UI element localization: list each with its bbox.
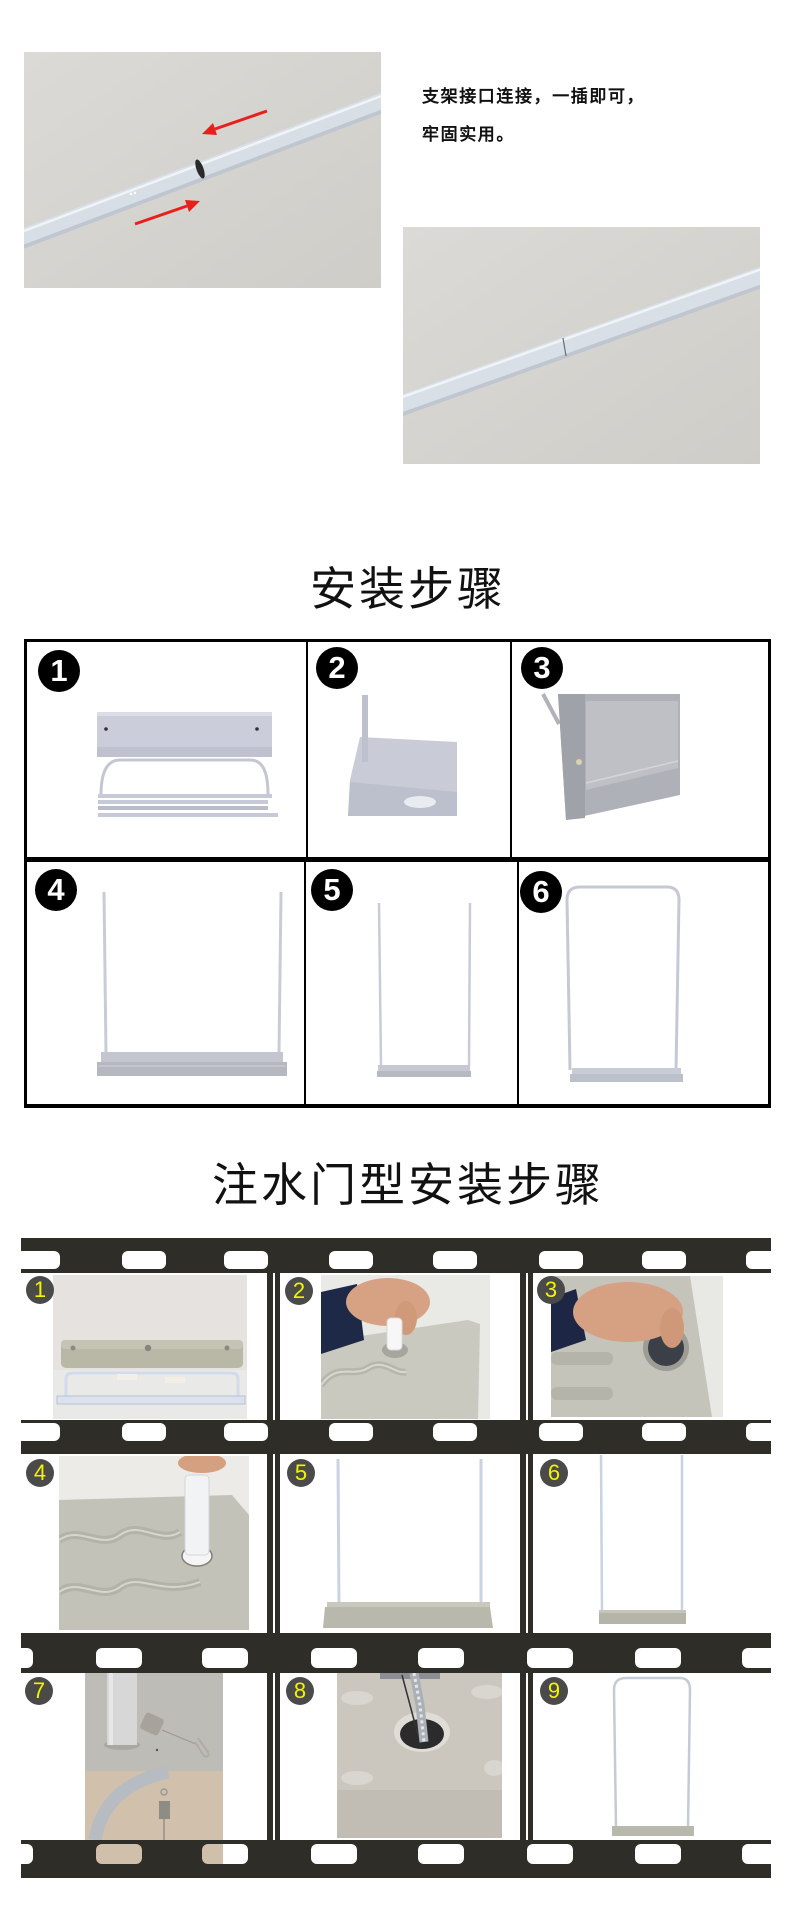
grid-border-left xyxy=(24,639,27,1108)
step-badge-4: 4 xyxy=(35,869,77,911)
sprocket-hole xyxy=(224,1423,268,1441)
sprocket-hole xyxy=(311,1844,357,1864)
sprocket-hole xyxy=(746,1423,771,1441)
step4-poles-image xyxy=(97,891,287,1076)
grid-col-divider xyxy=(306,642,308,857)
sprocket-hole xyxy=(635,1648,681,1668)
step1-parts-image xyxy=(97,712,278,817)
sprocket-hole xyxy=(742,1844,771,1864)
caption-line-2: 牢固实用。 xyxy=(422,125,515,145)
step-badge-3: 3 xyxy=(521,647,563,689)
water-step8-water-fill-photo xyxy=(337,1673,502,1838)
film-frame-divider xyxy=(520,1454,533,1633)
film-frame-divider xyxy=(267,1454,280,1633)
water-step4-pole-insert-photo xyxy=(59,1456,249,1630)
sprocket-hole xyxy=(418,1648,464,1668)
sprocket-hole xyxy=(642,1423,686,1441)
film-band-bottom xyxy=(21,1840,771,1878)
sprocket-hole xyxy=(433,1251,477,1269)
water-step-badge-3: 3 xyxy=(537,1276,565,1304)
step-badge-5: 5 xyxy=(311,869,353,911)
water-step1-parts-photo xyxy=(53,1275,247,1419)
joint-caption: 支架接口连接，一插即可， 牢固实用。 xyxy=(422,78,645,154)
sprocket-hole xyxy=(527,1844,573,1864)
sprocket-hole xyxy=(224,1251,268,1269)
film-frame-divider xyxy=(520,1673,533,1840)
sprocket-hole xyxy=(635,1844,681,1864)
sprocket-hole xyxy=(746,1251,771,1269)
sprocket-hole xyxy=(527,1648,573,1668)
water-step-badge-8: 8 xyxy=(286,1677,314,1705)
grid-row-divider xyxy=(24,857,771,862)
water-base-installation-title: 注水门型安装步骤 xyxy=(212,1158,604,1212)
sprocket-hole xyxy=(311,1648,357,1668)
film-band-middle xyxy=(21,1633,771,1673)
film-frame-divider xyxy=(267,1273,280,1420)
sprocket-hole xyxy=(122,1423,166,1441)
water-step-badge-2: 2 xyxy=(285,1277,313,1305)
grid-col-divider xyxy=(304,862,306,1104)
sprocket-hole xyxy=(21,1844,33,1864)
film-frame-divider xyxy=(267,1673,280,1840)
step2-base-pole-image xyxy=(348,695,457,816)
water-step-badge-7: 7 xyxy=(25,1677,53,1705)
installation-steps-title: 安装步骤 xyxy=(310,562,506,616)
step-badge-1: 1 xyxy=(38,650,80,692)
pole-joint-open-photo xyxy=(24,52,381,288)
sprocket-hole xyxy=(96,1648,142,1668)
water-step3-cap-tighten-photo xyxy=(551,1276,723,1417)
grid-border-top xyxy=(24,639,771,642)
step-badge-2: 2 xyxy=(316,647,358,689)
pole-joint-closed-photo xyxy=(403,227,760,464)
film-band-middle xyxy=(21,1420,771,1454)
water-step9-complete-frame-photo xyxy=(612,1676,694,1836)
sprocket-hole xyxy=(329,1423,373,1441)
sprocket-hole xyxy=(642,1251,686,1269)
water-step2-cap-photo xyxy=(321,1275,490,1419)
water-step-badge-6: 6 xyxy=(540,1459,568,1487)
sprocket-hole xyxy=(433,1423,477,1441)
water-step5-poles-photo xyxy=(323,1458,493,1628)
water-step-badge-5: 5 xyxy=(287,1459,315,1487)
step3-panel-image xyxy=(541,693,680,820)
arrow-right-icon xyxy=(134,200,200,226)
sprocket-hole xyxy=(96,1844,142,1864)
film-band-top xyxy=(21,1238,771,1273)
grid-col-divider xyxy=(517,862,519,1104)
water-step-badge-9: 9 xyxy=(540,1677,568,1705)
sprocket-hole xyxy=(539,1251,583,1269)
water-step-badge-1: 1 xyxy=(26,1276,54,1304)
water-step7-spring-hook-photo xyxy=(85,1673,223,1840)
water-step-badge-4: 4 xyxy=(26,1459,54,1487)
step5-poles-image xyxy=(377,902,472,1077)
step-badge-6: 6 xyxy=(520,871,562,913)
sprocket-hole xyxy=(122,1251,166,1269)
water-step6-poles-photo xyxy=(599,1454,686,1624)
caption-line-1: 支架接口连接，一插即可， xyxy=(422,87,646,107)
sprocket-hole xyxy=(202,1648,248,1668)
sprocket-hole xyxy=(21,1251,60,1269)
step6-frame-image xyxy=(565,885,683,1082)
grid-border-bottom xyxy=(24,1104,771,1108)
sprocket-hole xyxy=(418,1844,464,1864)
sprocket-hole xyxy=(21,1648,33,1668)
film-frame-divider xyxy=(520,1273,533,1420)
arrow-left-icon xyxy=(202,109,268,135)
grid-border-right xyxy=(768,639,771,1108)
sprocket-hole xyxy=(202,1844,248,1864)
sprocket-hole xyxy=(21,1423,60,1441)
sprocket-hole xyxy=(742,1648,771,1668)
sprocket-hole xyxy=(329,1251,373,1269)
grid-col-divider xyxy=(510,642,512,857)
sprocket-hole xyxy=(539,1423,583,1441)
